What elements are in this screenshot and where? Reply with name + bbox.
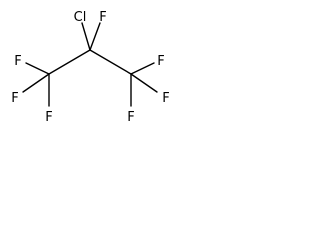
bond-c1-f-side — [22, 73, 50, 93]
atom-f-left-side: F — [11, 91, 18, 106]
atom-f-right-side: F — [162, 91, 169, 106]
atom-f-right-bottom: F — [127, 110, 134, 125]
atom-f-right-top: F — [157, 54, 164, 69]
atom-f-left-top: F — [14, 54, 21, 69]
bond-c2-c3 — [89, 49, 132, 75]
bond-c2-cl — [81, 22, 91, 51]
bond-c3-f-side — [130, 73, 158, 93]
bond-c1-f-top — [25, 62, 50, 75]
bond-c2-f — [89, 22, 101, 51]
bond-c1-c2 — [48, 49, 91, 75]
atom-f-left-bottom: F — [45, 110, 52, 125]
bond-c3-f-top — [130, 62, 155, 75]
structural-formula: Cl F F F F F F F — [11, 10, 169, 125]
atom-f-top: F — [99, 10, 106, 25]
atom-cl: Cl — [74, 10, 87, 25]
